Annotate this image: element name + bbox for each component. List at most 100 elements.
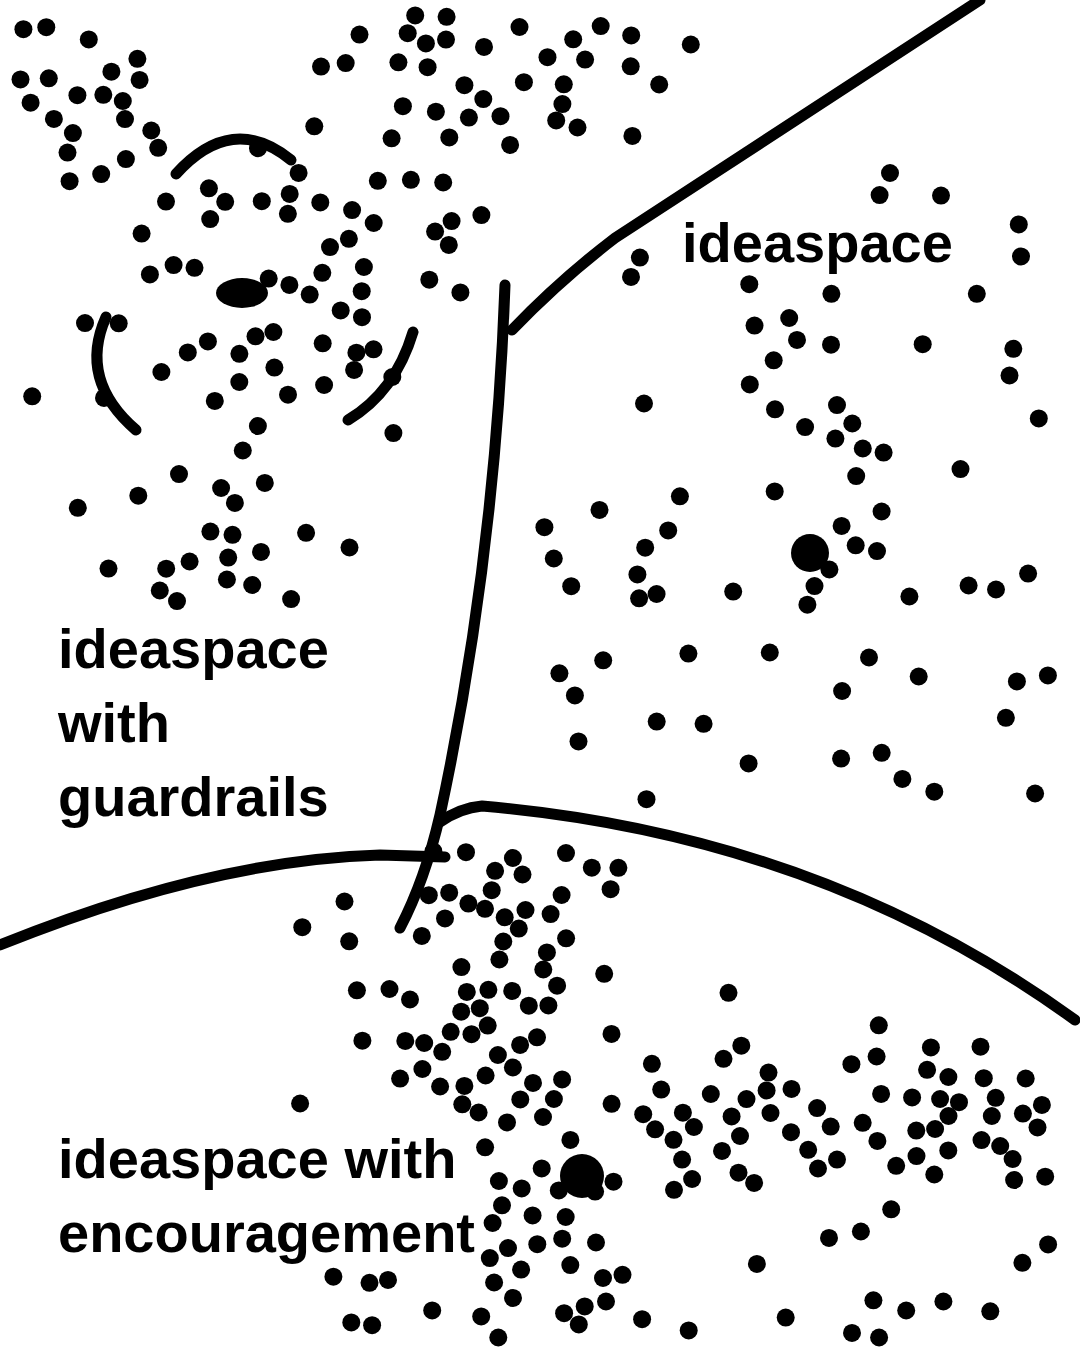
idea-dot	[243, 576, 261, 594]
idea-dot	[799, 1141, 817, 1159]
idea-dot	[391, 1070, 409, 1088]
idea-dot	[983, 1107, 1001, 1125]
idea-dot	[383, 129, 401, 147]
idea-dot	[341, 539, 359, 557]
idea-dot	[843, 1324, 861, 1342]
idea-dot	[343, 201, 361, 219]
idea-dot	[648, 585, 666, 603]
idea-dot	[321, 238, 339, 256]
idea-dot	[822, 336, 840, 354]
idea-dot	[628, 565, 646, 583]
idea-dot	[533, 1159, 551, 1177]
idea-dot	[561, 1256, 579, 1274]
idea-dot	[40, 69, 58, 87]
idea-dot	[766, 400, 784, 418]
idea-dot	[470, 1104, 488, 1122]
idea-dot	[433, 1043, 451, 1061]
idea-dot	[61, 172, 79, 190]
idea-dot	[603, 1095, 621, 1113]
idea-dot	[490, 1172, 508, 1190]
idea-dot	[887, 1157, 905, 1175]
idea-dot	[165, 256, 183, 274]
idea-dot	[95, 389, 113, 407]
idea-dot	[394, 97, 412, 115]
idea-dot	[23, 387, 41, 405]
idea-dot	[798, 596, 816, 614]
idea-dot	[305, 117, 323, 135]
idea-dot	[528, 1235, 546, 1253]
idea-dot	[476, 900, 494, 918]
idea-dot	[586, 1183, 604, 1201]
idea-dot	[893, 770, 911, 788]
idea-dot	[650, 76, 668, 94]
idea-dot	[313, 264, 331, 282]
idea-dot	[463, 1025, 481, 1043]
idea-dot	[511, 1036, 529, 1054]
idea-dot	[808, 1099, 826, 1117]
idea-dot	[458, 983, 476, 1001]
region-label: ideaspace with encouragement	[58, 1122, 638, 1270]
idea-dot	[459, 895, 477, 913]
idea-dot	[931, 1090, 949, 1108]
idea-dot	[842, 1055, 860, 1073]
idea-dot	[870, 1329, 888, 1347]
idea-dot	[59, 144, 77, 162]
idea-dot	[702, 1085, 720, 1103]
idea-dot	[460, 109, 478, 127]
idea-dot	[504, 849, 522, 867]
idea-dot	[504, 1289, 522, 1307]
idea-dot	[116, 110, 134, 128]
idea-dot	[535, 518, 553, 536]
idea-dot	[363, 1316, 381, 1334]
idea-dot	[234, 442, 252, 460]
idea-dot	[479, 1017, 497, 1035]
idea-dot	[868, 1048, 886, 1066]
idea-dot	[782, 1123, 800, 1141]
idea-dot	[384, 424, 402, 442]
idea-dot	[427, 103, 445, 121]
idea-dot	[489, 1329, 507, 1347]
idea-dot	[64, 124, 82, 142]
idea-dot	[680, 1321, 698, 1339]
idea-dot	[501, 136, 519, 154]
idea-dot	[420, 271, 438, 289]
idea-dot	[1017, 1070, 1035, 1088]
idea-dot	[157, 193, 175, 211]
idea-dot	[594, 651, 612, 669]
idea-dot	[534, 961, 552, 979]
idea-dot	[822, 285, 840, 303]
idea-dot	[406, 6, 424, 24]
idea-dot	[788, 331, 806, 349]
idea-dot	[659, 521, 677, 539]
idea-dot	[987, 1089, 1005, 1107]
idea-dot	[443, 212, 461, 230]
idea-dot	[440, 128, 458, 146]
idea-dot	[975, 1069, 993, 1087]
idea-dot	[369, 172, 387, 190]
idea-dot	[833, 682, 851, 700]
idea-dot	[517, 901, 535, 919]
idea-dot	[539, 48, 557, 66]
idea-dot	[452, 958, 470, 976]
idea-dot	[630, 589, 648, 607]
idea-dot	[336, 893, 354, 911]
idea-dot	[997, 709, 1015, 727]
idea-dot	[515, 73, 533, 91]
idea-dot	[68, 86, 86, 104]
idea-dot	[1014, 1105, 1032, 1123]
idea-dot	[897, 1302, 915, 1320]
idea-dot	[777, 1309, 795, 1327]
idea-dot	[389, 53, 407, 71]
idea-dot	[562, 577, 580, 595]
idea-dot	[524, 1206, 542, 1224]
idea-dot	[731, 1127, 749, 1145]
idea-dot	[548, 977, 566, 995]
idea-dot	[922, 1038, 940, 1056]
idea-dot	[477, 1067, 495, 1085]
idea-dot	[720, 984, 738, 1002]
idea-dot	[1039, 1235, 1057, 1253]
idea-dot	[37, 18, 55, 36]
idea-dot	[636, 539, 654, 557]
idea-dot	[860, 649, 878, 667]
idea-dot	[852, 1223, 870, 1241]
